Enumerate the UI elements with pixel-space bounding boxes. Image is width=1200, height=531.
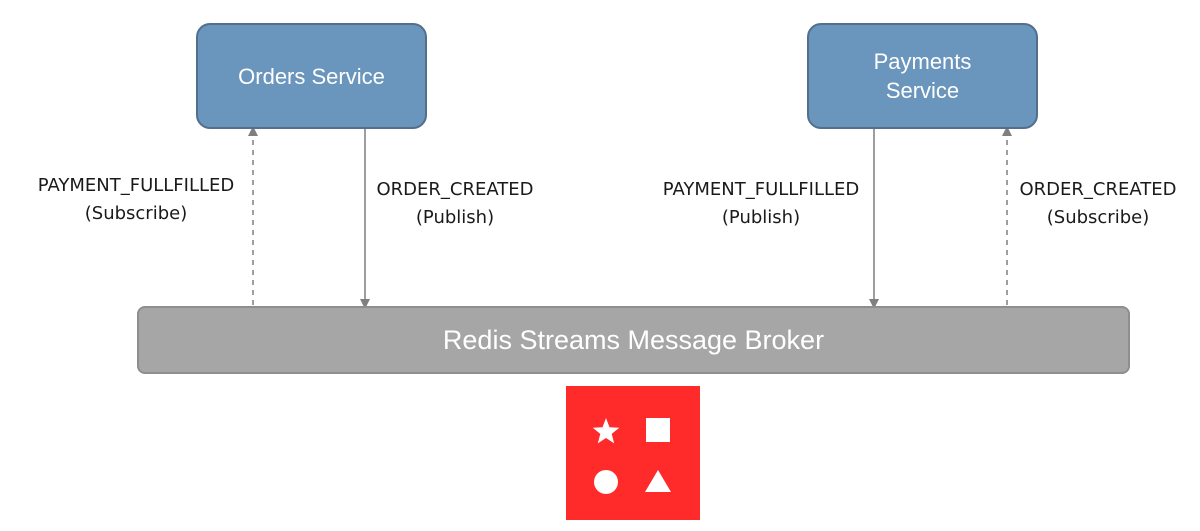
message-broker-node: Redis Streams Message Broker <box>137 306 1130 374</box>
redis-logo <box>566 386 700 520</box>
orders-publish-action: (Publish) <box>415 207 495 228</box>
payments-service-node: Payments Service <box>807 23 1038 129</box>
square-icon <box>646 418 670 442</box>
circle-icon <box>594 470 618 494</box>
redis-logo-glyphs <box>592 418 671 494</box>
orders-subscribe-action: (Subscribe) <box>84 203 188 224</box>
star-icon <box>592 418 620 444</box>
payments-subscribe-event: ORDER_CREATED <box>1019 179 1177 200</box>
payments-subscribe-action: (Subscribe) <box>1046 207 1150 228</box>
payments-publish-event: PAYMENT_FULLFILLED <box>662 179 860 200</box>
payments-service-label-line1: Payments <box>873 49 972 74</box>
orders-publish-event: ORDER_CREATED <box>376 179 534 200</box>
payments-publish-label: PAYMENT_FULLFILLED (Publish) <box>648 176 874 232</box>
orders-service-node: Orders Service <box>196 23 427 129</box>
orders-subscribe-event: PAYMENT_FULLFILLED <box>37 175 235 196</box>
orders-service-label: Orders Service <box>238 63 385 89</box>
payments-service-label-line2: Service <box>885 78 960 103</box>
triangle-icon <box>645 470 671 492</box>
orders-subscribe-label: PAYMENT_FULLFILLED (Subscribe) <box>20 172 252 228</box>
payments-publish-action: (Publish) <box>721 207 801 228</box>
orders-publish-label: ORDER_CREATED (Publish) <box>362 176 548 232</box>
message-broker-label: Redis Streams Message Broker <box>442 324 825 355</box>
payments-subscribe-label: ORDER_CREATED (Subscribe) <box>1008 176 1188 232</box>
